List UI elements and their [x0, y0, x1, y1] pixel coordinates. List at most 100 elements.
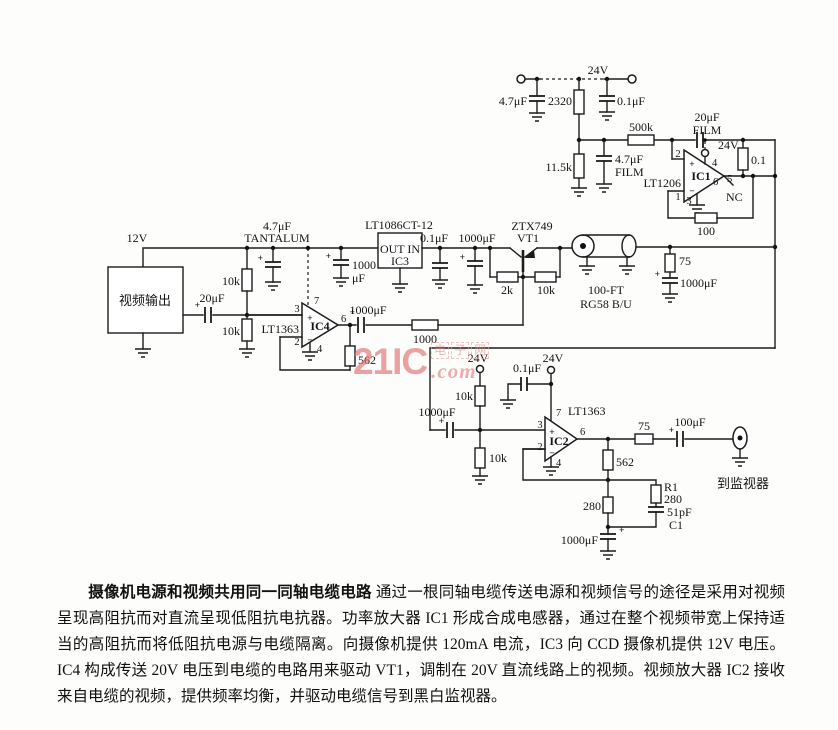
capacitor-1000uF-ic4out: + 1000μF: [349, 303, 387, 333]
label-coax-type: RG58 B/U: [580, 297, 632, 311]
label-24v-top: 24V: [588, 63, 609, 77]
resistor-562-ic4: 562: [279, 324, 376, 371]
label-r-0.1: 0.1: [751, 153, 766, 167]
ic4-plus: +: [307, 314, 312, 324]
capacitor-20uF-film: 20μF FILM: [693, 110, 776, 148]
ic1-pin3: 3: [686, 196, 691, 207]
label-r-10k-d: 10k: [455, 389, 473, 403]
ic1-pin1: 1: [675, 192, 680, 203]
label-c1: C1: [669, 518, 683, 532]
label-cap-4.7uF-film: 4.7μF: [615, 152, 643, 166]
ic1-minus: −: [689, 187, 694, 197]
ic2-name: IC2: [549, 434, 568, 448]
top-24v-supply-section: 24V 4.7μF 2320 0.1μF: [499, 63, 778, 349]
ic1-pin6: 6: [713, 177, 718, 188]
terminal-24v-left: [516, 74, 526, 84]
label-c-51pF: 51pF: [667, 505, 692, 519]
capacitor-4.7uF-film: 4.7μF FILM: [595, 139, 644, 193]
capacitor-1000uF-bottom: + 1000μF: [561, 526, 624, 560]
ic2-plus: +: [549, 428, 554, 438]
opamp-ic2-lt1363: 3 7 2 4 6 + − IC2 LT1363: [522, 404, 606, 476]
label-r-75-b: 75: [638, 419, 650, 433]
resistor-10k-lower: 10k: [222, 314, 256, 358]
label-r-562-b: 562: [616, 455, 634, 469]
ic2-pin7: 7: [556, 408, 561, 419]
c1000b-plus: +: [350, 308, 355, 318]
opamp-ic1-lt1206: 2 4 1 3 6 5 + − IC1 LT1206 24V NC: [643, 138, 743, 214]
label-r-500k: 500k: [629, 120, 653, 134]
ic1-pin2: 2: [675, 149, 680, 160]
label-24v-ic2b: 24V: [543, 351, 564, 365]
label-cap-20uF-coupling: 20μF: [199, 291, 224, 305]
c1000f-plus: +: [619, 526, 624, 536]
vt1-emitter-arrow: [525, 250, 535, 258]
ic2-feedback-wire: [522, 448, 609, 481]
capacitor-4.7uF-tantalum: + 4.7μF TANTALUM: [244, 219, 310, 291]
label-cap-4.7uF-top: 4.7μF: [499, 94, 527, 108]
label-r-10k-e: 10k: [489, 451, 507, 465]
vt1-name: VT1: [517, 231, 539, 245]
label-r-562-a: 562: [358, 353, 376, 367]
c100u-plus: +: [669, 426, 674, 436]
c1000c-plus: +: [460, 253, 465, 263]
label-cap-1000-a2: μF: [352, 271, 365, 285]
label-r1-value: 280: [664, 492, 682, 506]
bias-24v-10k: 24V 10k 10k: [455, 351, 507, 485]
resistor-1000: 1000: [365, 319, 524, 346]
label-cap-tant-val: 4.7μF: [263, 219, 291, 233]
ic2-pin3: 3: [537, 420, 542, 431]
label-cap-100uF: 100μF: [674, 415, 705, 429]
ic1-name: IC1: [691, 169, 710, 183]
label-r-1000: 1000: [413, 332, 437, 346]
label-r-10k-a: 10k: [222, 274, 240, 288]
label-cap-1000-a1: 1000: [352, 258, 376, 272]
label-cap-0.1uF-top: 0.1μF: [617, 94, 645, 108]
resistor-10k-base: 10k: [534, 247, 561, 297]
label-cap-1000uF-e: 1000μF: [418, 405, 455, 419]
capacitor-1000uF-termination: + 1000μF: [655, 270, 717, 303]
label-r-10k-c: 10k: [537, 283, 555, 297]
ic2-minus: −: [549, 449, 554, 459]
opamp-ic4-lt1363: 3 7 2 4 6 + − IC4 LT1363: [246, 248, 346, 361]
label-r-11.5k: 11.5k: [545, 160, 572, 174]
supply-24v-ic2: 24V 0.1μF: [499, 351, 564, 422]
ic4-partnum: LT1363: [261, 322, 299, 336]
resistor-280: 280: [583, 479, 614, 528]
capacitor-4.7uF-top: 4.7μF: [499, 78, 546, 122]
label-r-10k-b: 10k: [222, 324, 240, 338]
label-cap-1000uF-c: 1000μF: [458, 231, 495, 245]
label-r-2k: 2k: [501, 283, 513, 297]
label-r-280: 280: [583, 499, 601, 513]
capacitor-0.1uF-ic3: 0.1μF: [420, 231, 449, 289]
capacitor-100uF-output: + 100μF: [652, 415, 734, 447]
label-r1: R1: [664, 480, 678, 494]
ic4-name: IC4: [310, 319, 329, 333]
ic4-pin4: 4: [317, 344, 323, 355]
label-coax-length: 100-FT: [588, 283, 625, 297]
ic3-name: IC3: [391, 254, 409, 268]
cap20-plus: +: [195, 301, 200, 311]
transistor-vt1-ztx749: ZTX749 VT1: [509, 219, 553, 278]
ic4-pin6: 6: [341, 314, 346, 325]
label-cap-0.1uF-b: 0.1μF: [420, 231, 448, 245]
capacitor-1000uF-ic3: + 1000 μF: [326, 247, 376, 287]
label-cap-1000uF-d: 1000μF: [680, 276, 717, 290]
description-title: 摄像机电源和视频共用同一同轴电缆电路: [88, 584, 372, 601]
label-film-1: FILM: [615, 165, 644, 179]
ic1-pin4: 4: [712, 158, 718, 169]
circuit-schematic: 24V 4.7μF 2320 0.1μF: [107, 63, 778, 560]
label-cap-0.1uF-c: 0.1μF: [513, 361, 541, 375]
resistor-75-termination: 75: [664, 246, 691, 278]
label-r-75-a: 75: [679, 254, 691, 268]
c1000a-plus: +: [326, 252, 331, 262]
label-r-2320: 2320: [548, 94, 572, 108]
r1-c1-branch: R1 280 51pF C1: [607, 479, 692, 532]
ic1-24v: 24V: [718, 138, 739, 152]
regulator-ic3-lt1086: OUT IN IC3 LT1086CT-12: [365, 218, 433, 293]
terminal-24v-right: [627, 74, 637, 84]
capacitor-1000uF-ic2in: + 1000μF: [418, 405, 546, 438]
label-cap-1000uF-b: 1000μF: [349, 303, 386, 317]
label-to-monitor: 到监视器: [717, 476, 769, 491]
tant-plus: +: [258, 254, 263, 264]
